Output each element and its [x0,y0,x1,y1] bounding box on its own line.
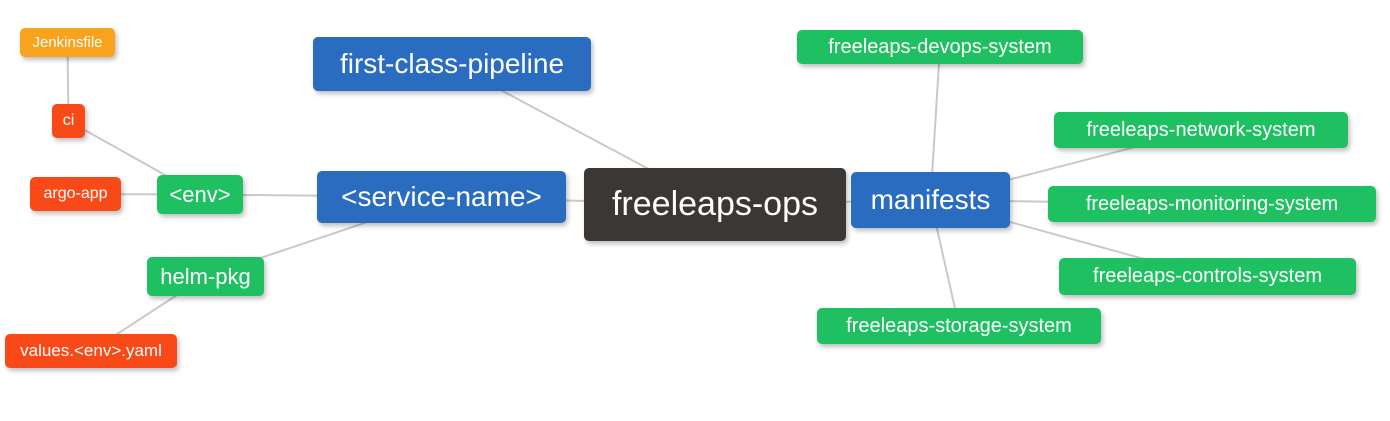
node-freeleaps-network-system[interactable]: freeleaps-network-system [1054,112,1348,148]
node-freeleaps-devops-system[interactable]: freeleaps-devops-system [797,30,1083,64]
node-helm-pkg[interactable]: helm-pkg [147,257,264,296]
node-argo-app[interactable]: argo-app [30,177,121,211]
node-freeleaps-storage-system[interactable]: freeleaps-storage-system [817,308,1101,344]
node-values-env-yaml[interactable]: values.<env>.yaml [5,334,177,368]
node-service-name[interactable]: <service-name> [317,171,566,223]
node-freeleaps-controls-system[interactable]: freeleaps-controls-system [1059,258,1356,295]
node-env[interactable]: <env> [157,175,243,214]
node-manifests[interactable]: manifests [851,172,1010,228]
node-ci[interactable]: ci [52,104,85,138]
node-jenkinsfile[interactable]: Jenkinsfile [20,28,115,57]
node-freeleaps-monitoring-system[interactable]: freeleaps-monitoring-system [1048,186,1376,222]
node-freeleaps-ops[interactable]: freeleaps-ops [584,168,846,241]
node-first-class-pipeline[interactable]: first-class-pipeline [313,37,591,91]
